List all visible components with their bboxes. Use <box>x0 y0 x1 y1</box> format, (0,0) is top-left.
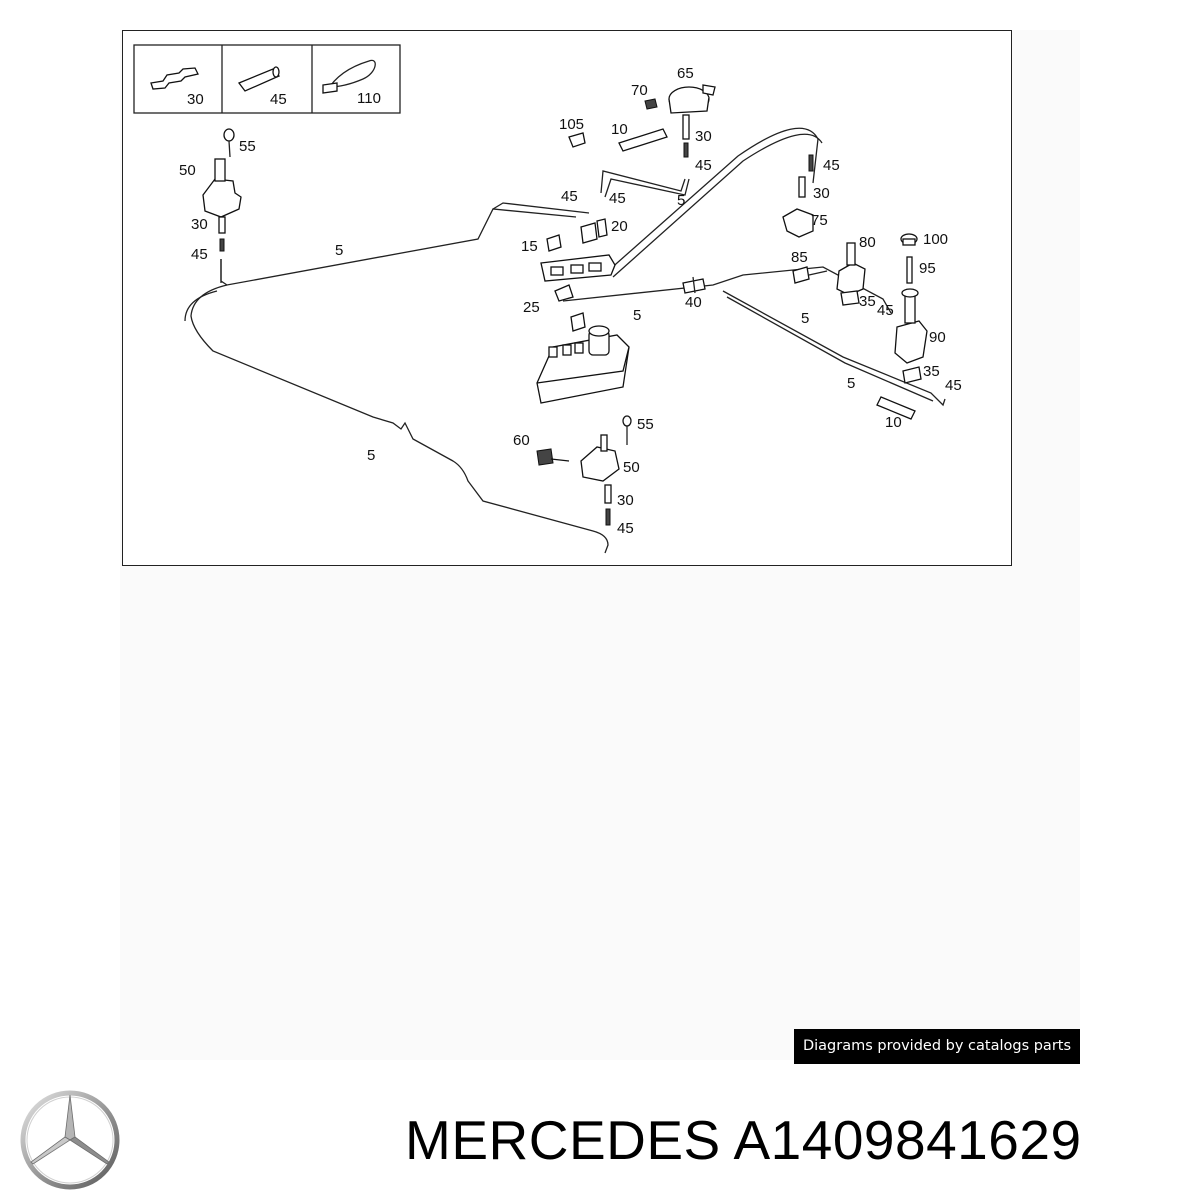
parts-diagram: 30 45 110 <box>122 30 1012 566</box>
callout-number: 30 <box>813 185 830 202</box>
callout-number: 45 <box>617 520 634 537</box>
vacuum-element-part-65 <box>644 84 716 158</box>
vacuum-lines <box>184 127 946 554</box>
callout-number: 45 <box>609 190 626 207</box>
hose-part-10 <box>618 128 668 152</box>
callout-number: 45 <box>695 157 712 174</box>
callout-number: 5 <box>847 375 855 392</box>
callout-labels: 55 50 30 45 5 45 45 15 20 105 10 70 65 3… <box>179 65 962 537</box>
callout-number: 45 <box>823 157 840 174</box>
callout-number: 100 <box>923 231 948 248</box>
distribution-block-part-15 <box>540 218 616 282</box>
callout-number: 5 <box>367 447 375 464</box>
legend-number: 110 <box>357 90 381 107</box>
callout-number: 105 <box>559 116 584 133</box>
callout-number: 50 <box>623 459 640 476</box>
callout-number: 55 <box>637 416 654 433</box>
callout-number: 65 <box>677 65 694 82</box>
callout-number: 35 <box>859 293 876 310</box>
plug-part-105 <box>568 132 586 148</box>
connector-part-25 <box>554 284 586 332</box>
callout-number: 30 <box>191 216 208 233</box>
callout-number: 5 <box>633 307 641 324</box>
callout-number: 20 <box>611 218 628 235</box>
part-title: MERCEDES A1409841629 <box>405 1109 1082 1171</box>
callout-number: 10 <box>611 121 628 138</box>
legend-number: 30 <box>187 91 204 108</box>
legend-number: 45 <box>270 91 287 108</box>
valve-part-50-bottom <box>536 415 632 526</box>
callout-number: 45 <box>561 188 578 205</box>
callout-number: 40 <box>685 294 702 311</box>
callout-number: 45 <box>877 302 894 319</box>
callout-number: 5 <box>677 192 685 209</box>
actuator-part-90 <box>894 288 928 384</box>
callout-number: 30 <box>695 128 712 145</box>
callout-number: 45 <box>945 377 962 394</box>
cable-tie-icon <box>322 59 376 94</box>
callout-number: 5 <box>801 310 809 327</box>
callout-number: 5 <box>335 242 343 259</box>
cap-part-100 <box>900 233 918 284</box>
callout-number: 35 <box>923 363 940 380</box>
callout-number: 90 <box>929 329 946 346</box>
diagram-credit-banner: Diagrams provided by catalogs parts <box>794 1029 1080 1064</box>
callout-number: 70 <box>631 82 648 99</box>
callout-number: 95 <box>919 260 936 277</box>
callout-number: 85 <box>791 249 808 266</box>
callout-number: 60 <box>513 432 530 449</box>
callout-number: 75 <box>811 212 828 229</box>
sensor-part-80 <box>792 242 866 306</box>
valve-part-50-top <box>202 128 242 252</box>
callout-number: 50 <box>179 162 196 179</box>
callout-number: 30 <box>617 492 634 509</box>
hose-sleeve-icon <box>237 66 281 92</box>
parts-diagram-drawing: 30 45 110 <box>133 44 962 554</box>
hose-part-10-lower <box>876 396 916 420</box>
valve-part-75 <box>782 154 814 238</box>
callout-number: 45 <box>191 246 208 263</box>
callout-number: 80 <box>859 234 876 251</box>
vacuum-pump-unit <box>536 325 630 404</box>
connector-icon <box>150 67 199 90</box>
mercedes-star-logo <box>18 1088 122 1197</box>
callout-number: 25 <box>523 299 540 316</box>
callout-number: 10 <box>885 414 902 431</box>
callout-number: 55 <box>239 138 256 155</box>
tee-part-40 <box>682 276 706 294</box>
callout-number: 15 <box>521 238 538 255</box>
parts-legend: 30 45 110 <box>133 44 401 114</box>
